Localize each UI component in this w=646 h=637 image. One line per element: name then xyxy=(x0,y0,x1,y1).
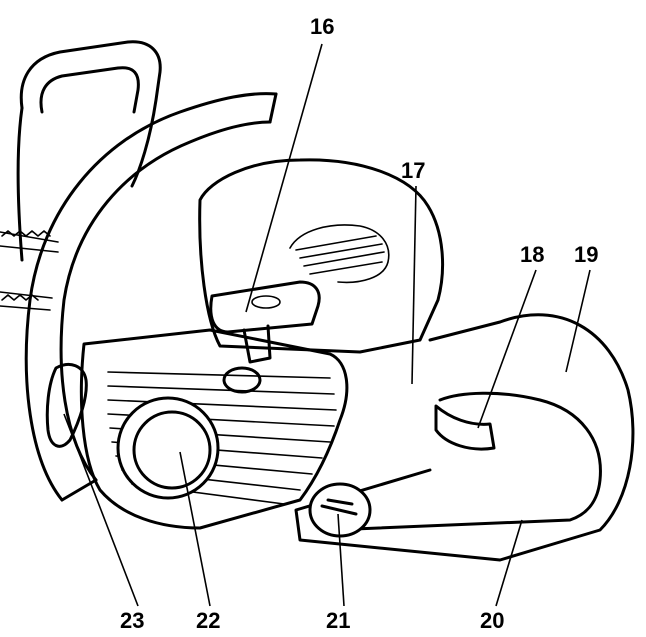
rear-handle xyxy=(294,313,635,562)
cylinder-cover xyxy=(198,158,445,354)
callout-17: 17 xyxy=(401,158,425,183)
callout-22: 22 xyxy=(196,608,220,633)
callout-23: 23 xyxy=(120,608,144,633)
front-bow-handle xyxy=(24,92,278,502)
throttle-trigger xyxy=(434,404,496,451)
starter-pulley xyxy=(116,396,220,500)
callout-18: 18 xyxy=(520,242,544,267)
callout-21: 21 xyxy=(326,608,350,633)
callout-20: 20 xyxy=(480,608,504,633)
callout-19: 19 xyxy=(574,242,598,267)
front-handle xyxy=(16,40,162,262)
callout-labels: 16 17 18 19 20 21 22 23 xyxy=(120,14,598,633)
tank-cap xyxy=(308,482,372,538)
chain-brake-area xyxy=(45,363,88,448)
callout-16: 16 xyxy=(310,14,334,39)
leader-lines xyxy=(63,43,591,607)
